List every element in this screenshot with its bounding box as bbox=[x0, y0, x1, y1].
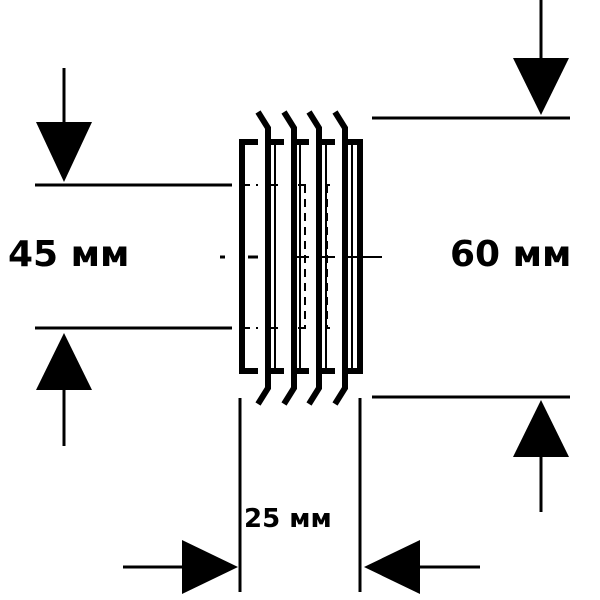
arrow-left-icon bbox=[364, 540, 420, 594]
arrow-down-icon bbox=[36, 122, 92, 182]
arrow-right-icon bbox=[182, 540, 238, 594]
inner-diameter-label: 45 мм bbox=[8, 234, 130, 275]
ribbed-sleeve bbox=[220, 110, 382, 406]
outer-diameter-dimension bbox=[372, 0, 570, 512]
length-label: 25 мм bbox=[244, 504, 332, 534]
inner-diameter-dimension bbox=[35, 68, 232, 446]
outer-diameter-label: 60 мм bbox=[450, 234, 572, 275]
arrow-down-icon bbox=[513, 58, 569, 115]
arrow-up-icon bbox=[36, 333, 92, 390]
length-dimension bbox=[123, 398, 480, 594]
arrow-up-icon bbox=[513, 400, 569, 457]
